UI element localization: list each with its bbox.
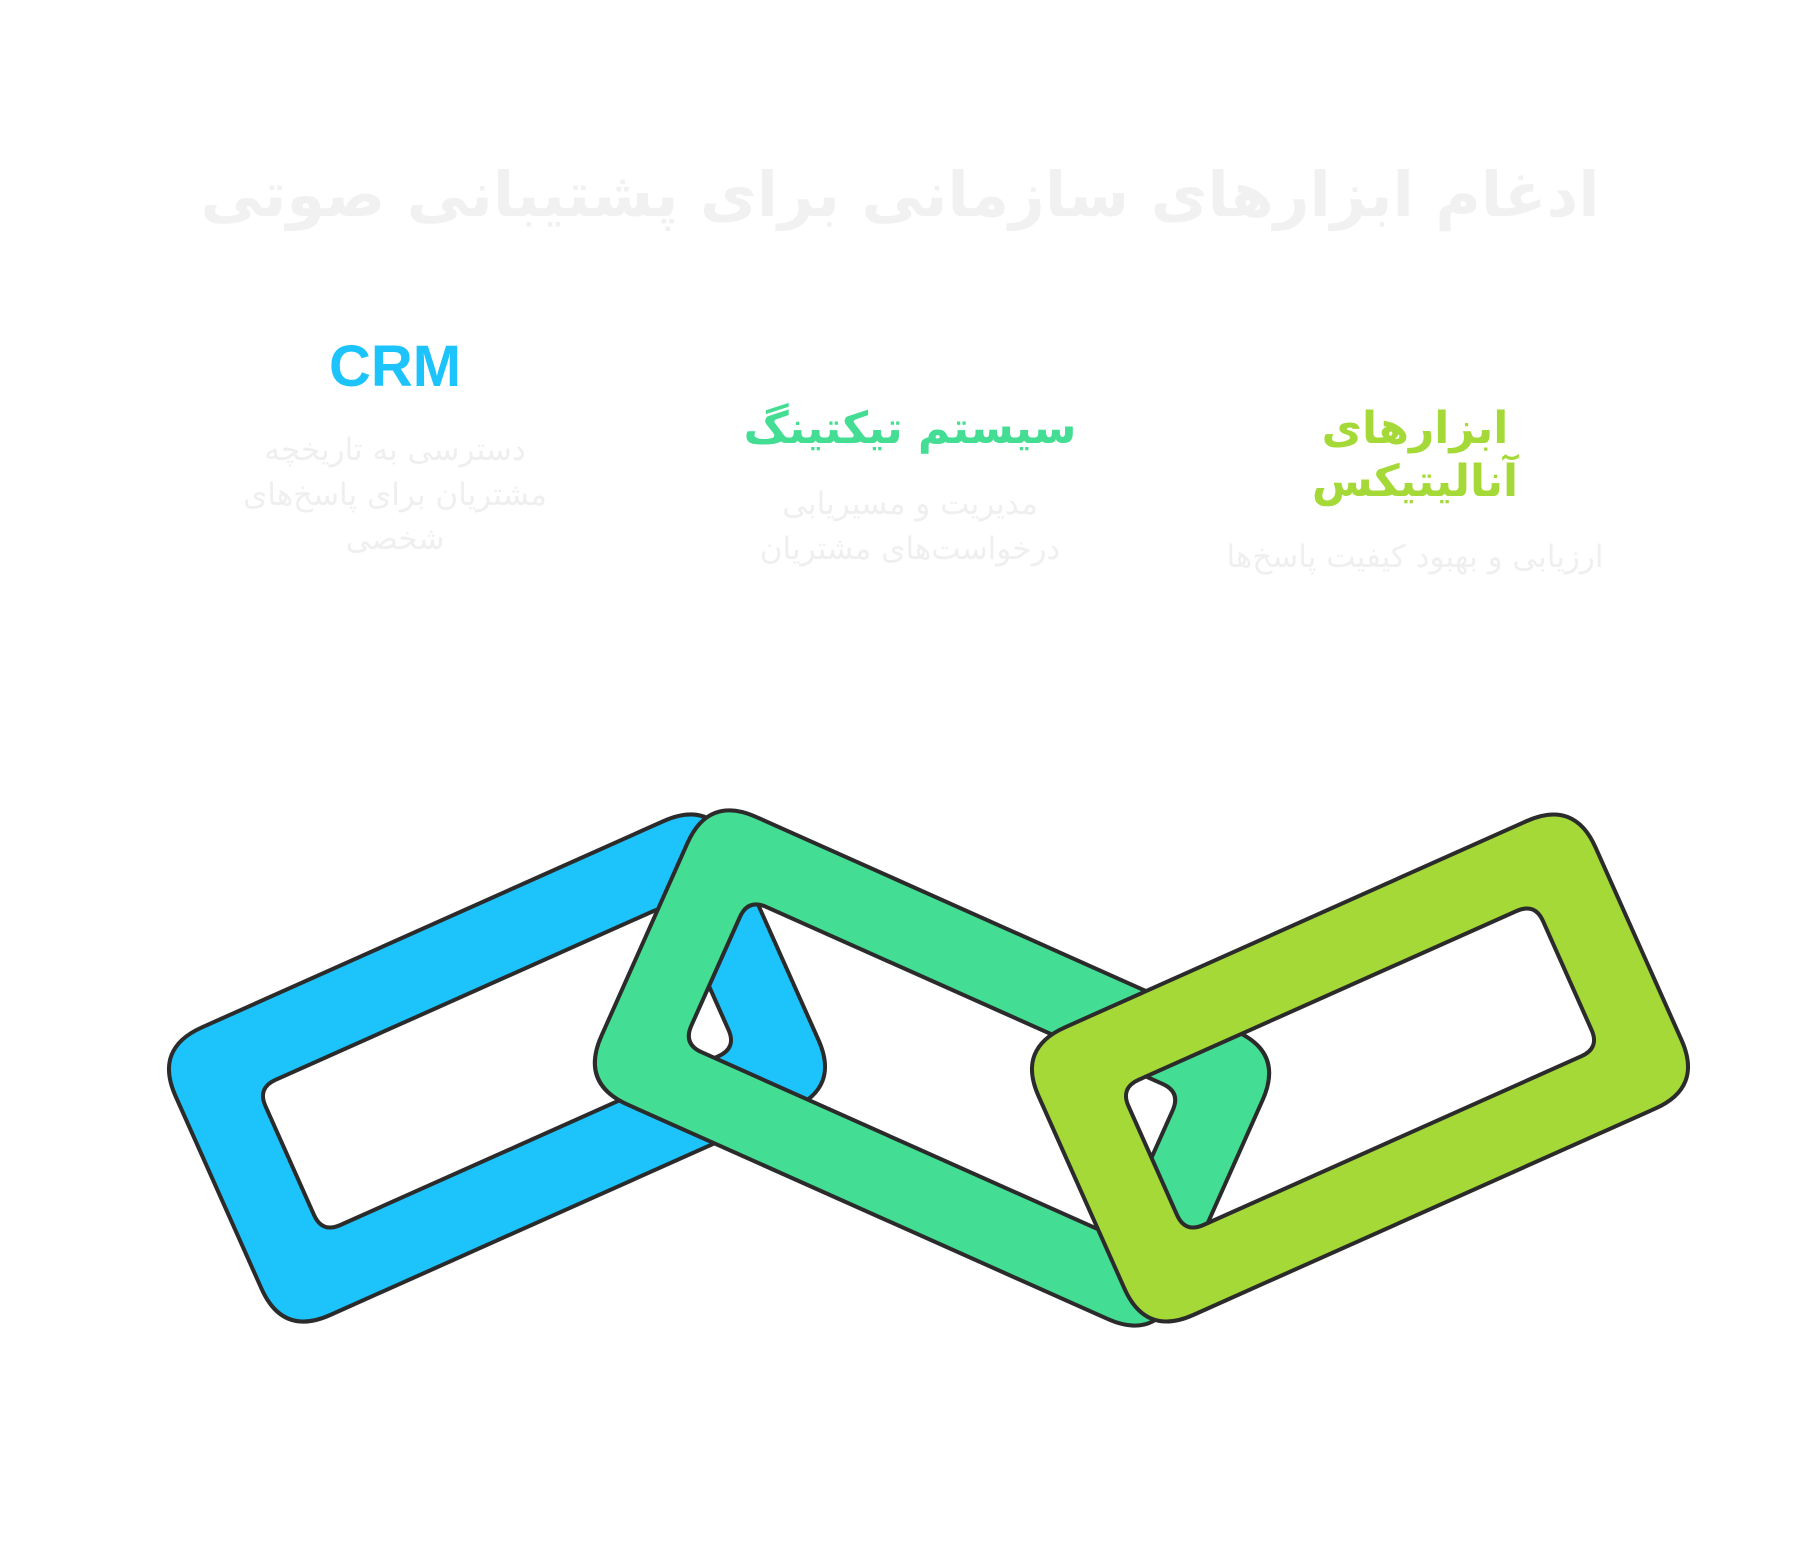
diagram-title: ادغام ابزارهای سازمانی برای پشتیبانی صوت… <box>200 158 1600 231</box>
crm-label-block: CRM دسترسی به تاریخچه مشتریان برای پاسخ‌… <box>205 332 585 562</box>
ticketing-label-block: سیستم تیکتینگ مدیریت و مسیریابی درخواست‌… <box>720 403 1100 572</box>
crm-heading: CRM <box>328 334 462 399</box>
crm-description: دسترسی به تاریخچه مشتریان برای پاسخ‌های … <box>243 431 547 558</box>
analytics-label-block: ابزارهای آنالیتیکس ارزیابی و بهبود کیفیت… <box>1215 403 1615 580</box>
analytics-link <box>1029 812 1691 1324</box>
analytics-heading: ابزارهای آنالیتیکس <box>1311 403 1519 507</box>
ticketing-description: مدیریت و مسیریابی درخواست‌های مشتریان <box>759 485 1061 567</box>
analytics-description: ارزیابی و بهبود کیفیت پاسخ‌ها <box>1226 538 1604 575</box>
ticketing-heading: سیستم تیکتینگ <box>743 403 1077 454</box>
